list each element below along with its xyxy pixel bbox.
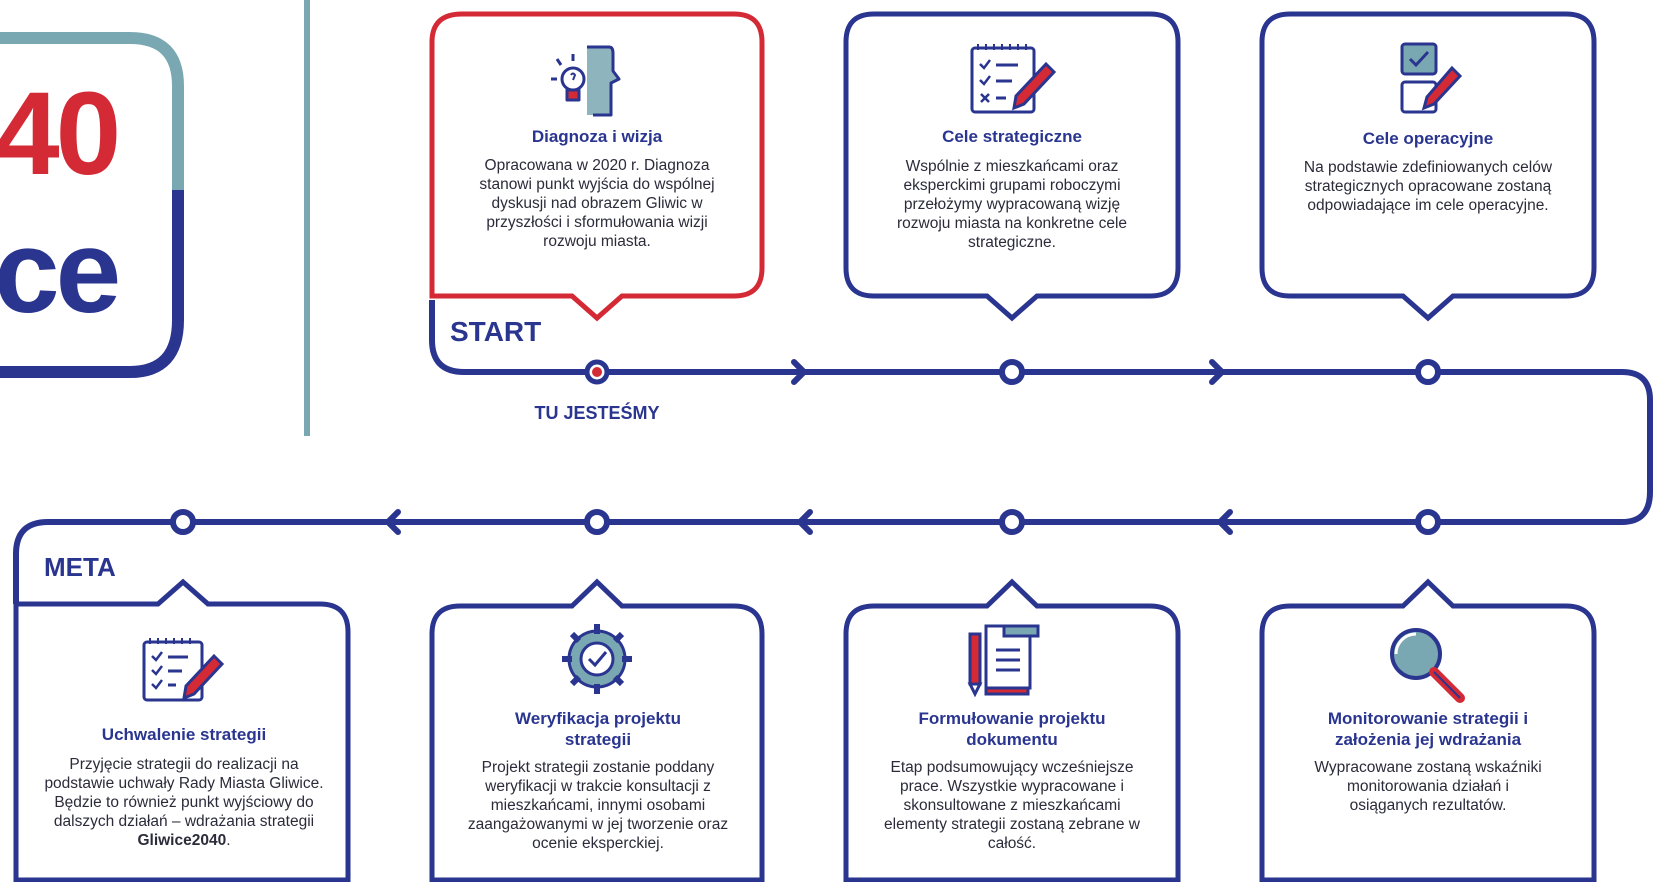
step-title: Monitorowanie strategii i założenia jej … <box>1327 709 1529 749</box>
step-body: Etap podsumowujący wcześniejsze prace. W… <box>884 759 1140 852</box>
direction-arrows <box>385 359 1233 535</box>
step-body-end: . <box>226 832 231 849</box>
gear-check-icon <box>562 624 632 694</box>
node-3 <box>1415 359 1441 385</box>
logo-line2: ce <box>0 206 121 338</box>
logo-frame <box>0 32 184 378</box>
step-body: Na podstawie zdefiniowanych celów strate… <box>1303 159 1553 214</box>
step-body: Projekt strategii zostanie poddany weryf… <box>467 759 729 852</box>
timeline-nodes <box>170 359 1441 535</box>
step-title: Cele operacyjne <box>1362 129 1494 148</box>
logo-line1: 40 <box>0 68 121 200</box>
card-cele-operacyjne <box>1259 11 1597 322</box>
node-7 <box>170 509 196 535</box>
step-title: Uchwalenie strategii <box>101 725 267 744</box>
node-4 <box>1415 509 1441 535</box>
card-monitorowanie <box>1259 578 1597 882</box>
step-title: Cele strategiczne <box>942 127 1082 146</box>
step-title: Diagnoza i wizja <box>531 127 663 146</box>
card-weryfikacja <box>429 578 765 882</box>
step-monitorowanie: Monitorowanie strategii i założenia jej … <box>1280 708 1576 815</box>
step-uchwalenie: Uchwalenie strategii Przyjęcie strategii… <box>34 724 334 850</box>
scroll-pencil-icon <box>967 624 1040 698</box>
timeline-track <box>13 300 1653 604</box>
node-5 <box>999 509 1025 535</box>
lightbulb-head-icon <box>551 45 621 117</box>
step-body: Opracowana w 2020 r. Diagnoza stanowi pu… <box>479 157 715 250</box>
step-body-text: Przyjęcie strategii do realizacji na pod… <box>44 756 324 830</box>
step-formulowanie: Formułowanie projektu dokumentu Etap pod… <box>864 708 1160 853</box>
card-cele-strategiczne <box>843 11 1181 322</box>
step-title: Formułowanie projektu dokumentu <box>918 709 1106 749</box>
checklist-pencil-icon <box>970 44 1057 114</box>
card-formulowanie <box>843 578 1181 882</box>
step-body: Wspólnie z mieszkańcami oraz eksperckimi… <box>896 158 1128 251</box>
step-title: Weryfikacja projektu strategii <box>515 709 681 749</box>
magnifier-icon <box>1390 628 1465 703</box>
step-weryfikacja: Weryfikacja projektu strategii Projekt s… <box>450 708 746 853</box>
step-body-brand: Gliwice2040 <box>137 832 227 849</box>
card-uchwalenie <box>13 578 351 882</box>
start-label: START <box>450 316 542 347</box>
step-cele-strategiczne: Cele strategiczne Wspólnie z mieszkańcam… <box>868 126 1156 252</box>
node-2 <box>999 359 1025 385</box>
card-diagnoza <box>429 11 765 322</box>
checklist-pencil-icon <box>142 638 225 702</box>
here-label: TU JESTEŚMY <box>534 403 660 423</box>
step-body: Przyjęcie strategii do realizacji na pod… <box>34 755 334 850</box>
checkbox-pencil-icon <box>1400 42 1463 114</box>
step-body: Wypracowane zostaną wskaźniki monitorowa… <box>1314 759 1542 814</box>
meta-label: META <box>44 552 116 582</box>
node-6 <box>584 509 610 535</box>
step-diagnoza: Diagnoza i wizja Opracowana w 2020 r. Di… <box>454 126 740 251</box>
step-cele-operacyjne: Cele operacyjne Na podstawie zdefiniowan… <box>1284 128 1572 215</box>
